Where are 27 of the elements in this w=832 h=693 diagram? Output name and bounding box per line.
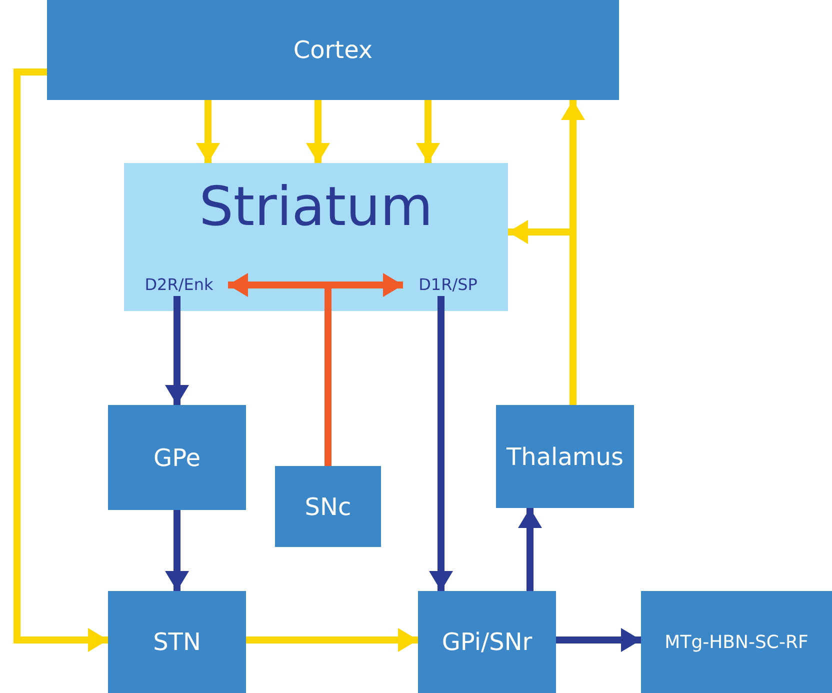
arrow bbox=[556, 628, 641, 652]
region-box bbox=[496, 405, 634, 508]
region-name: GPi/SNr bbox=[442, 628, 532, 656]
region-name: Thalamus bbox=[506, 442, 624, 470]
arrow bbox=[416, 100, 440, 163]
arrow bbox=[165, 510, 189, 591]
region-name: Striatum bbox=[199, 175, 433, 238]
region-box bbox=[47, 0, 619, 100]
receptor-label: D1R/SP bbox=[418, 274, 478, 294]
receptor-label: D2R/Enk bbox=[144, 274, 214, 294]
region-box bbox=[418, 591, 556, 693]
region-name: STN bbox=[153, 628, 201, 656]
region-box bbox=[641, 591, 832, 693]
region-box bbox=[108, 405, 246, 510]
region-name: GPe bbox=[154, 444, 200, 472]
arrow bbox=[518, 508, 542, 591]
arrow bbox=[246, 628, 418, 652]
arrow bbox=[429, 296, 453, 591]
arrow bbox=[306, 100, 330, 163]
arrow bbox=[196, 100, 220, 163]
region-name: SNc bbox=[304, 492, 352, 520]
region-name: Cortex bbox=[293, 36, 373, 64]
region-name: MTg-HBN-SC-RF bbox=[664, 632, 808, 652]
region-box bbox=[124, 163, 508, 311]
region-box bbox=[108, 591, 246, 693]
region-box bbox=[275, 466, 381, 547]
arrow bbox=[165, 296, 189, 405]
